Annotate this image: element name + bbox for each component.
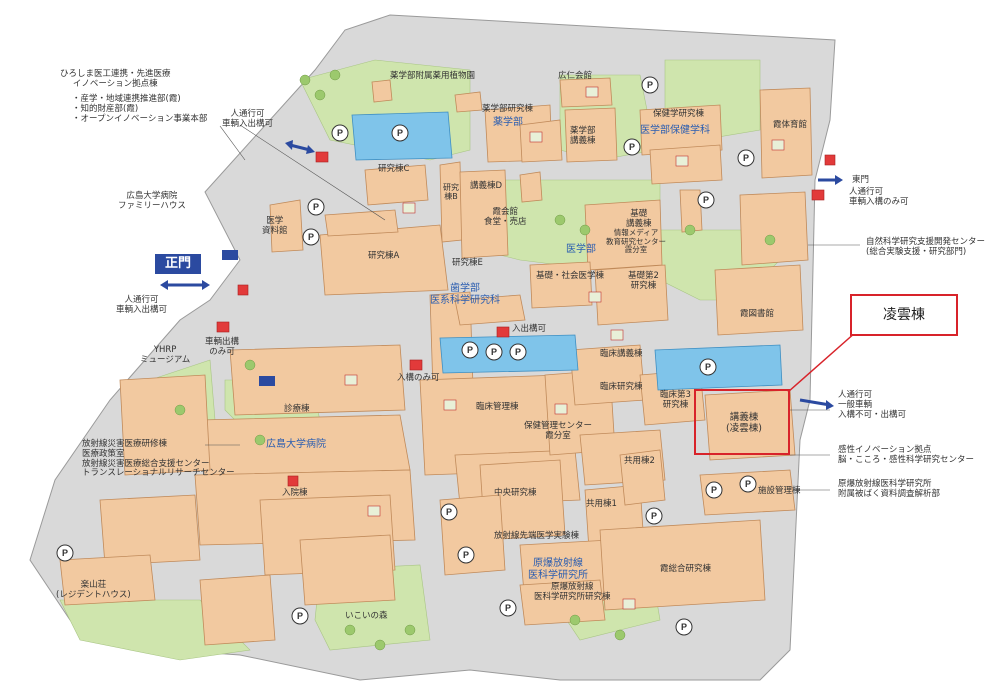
label-innovation-list: ・産学・地域連携推進部(霞) ・知的財産部(霞) ・オープンイノベーション事業本… (72, 94, 208, 124)
aed-markers (344, 86, 785, 610)
label-ikoi[interactable]: いこいの森 (345, 611, 388, 621)
label-east-gate[interactable]: 東門 (852, 175, 870, 185)
svg-text:P: P (515, 347, 521, 357)
leader-lines (205, 124, 860, 491)
parking-letters: P P P P P P P P P P P P P P P P P P P P P (62, 80, 751, 632)
svg-text:P: P (337, 128, 343, 138)
label-east-gate-note: 人通行可 車輌入構のみ可 (849, 187, 909, 207)
gate-arrows (165, 143, 838, 407)
label-kansei[interactable]: 感性イノベーション拠点 脳・こころ・感性科学研究センター (838, 445, 975, 465)
trees (174, 69, 776, 651)
main-gate-label[interactable]: 正門 (155, 254, 201, 274)
label-facility[interactable]: 施設管理棟 (758, 486, 801, 496)
label-kiso2[interactable]: 基礎第2 研究棟 (628, 271, 659, 291)
label-car-only: 車輌出構 のみ可 (205, 337, 240, 357)
label-ward[interactable]: 入院棟 (282, 488, 308, 498)
label-rbm-bldg[interactable]: 原爆放射線 医科学研究所研究棟 (534, 582, 611, 602)
svg-text:P: P (397, 128, 403, 138)
label-radiation-lab[interactable]: 放射線先端医学実験棟 (494, 531, 580, 541)
svg-text:P: P (446, 507, 452, 517)
svg-text:P: P (297, 611, 303, 621)
label-gate-nw: 人通行可 車輌入出構可 (222, 109, 274, 129)
svg-text:P: P (467, 345, 473, 355)
label-clin-lecture[interactable]: 臨床講義棟 (600, 349, 643, 359)
atm-markers (222, 250, 275, 386)
label-pharm-lecture[interactable]: 薬学部 講義棟 (570, 126, 596, 146)
svg-text:P: P (651, 511, 657, 521)
label-clin-mgmt[interactable]: 臨床管理棟 (476, 402, 519, 412)
label-med-library[interactable]: 医学 資料館 (262, 216, 288, 236)
callout-line (787, 331, 857, 393)
label-hoken[interactable]: 医学部保健学科 (640, 125, 710, 136)
label-hosp-groups[interactable]: 放射線災害医療研修棟 医療政策室 放射線災害医療総合支援センター トランスレーシ… (82, 439, 235, 479)
label-rbm-name[interactable]: 原爆放射線 医科学研究所 (528, 558, 588, 581)
svg-text:P: P (62, 548, 68, 558)
svg-text:P: P (491, 347, 497, 357)
svg-text:P: P (681, 622, 687, 632)
label-medicine[interactable]: 医学部 (566, 244, 596, 255)
svg-text:P: P (705, 362, 711, 372)
label-kouchikan[interactable]: 広仁会館 (558, 71, 593, 81)
svg-text:P: P (463, 550, 469, 560)
label-library[interactable]: 霞図書館 (740, 309, 775, 319)
ryoun-highlight-box (694, 389, 790, 455)
label-bldg-a[interactable]: 研究棟A (368, 251, 400, 261)
label-rakuzan[interactable]: 楽山荘 (レジデントハウス) (56, 580, 131, 600)
svg-text:P: P (505, 603, 511, 613)
label-in-out: 入出構可 (512, 324, 547, 334)
label-innovation[interactable]: ひろしま医工連携・先進医療 イノベーション拠点棟 (60, 69, 171, 89)
label-bldg-c[interactable]: 研究棟C (378, 164, 410, 174)
label-pharm[interactable]: 薬学部 (493, 117, 523, 128)
label-lecture-d[interactable]: 講義棟D (470, 181, 503, 191)
gate-markers (216, 151, 836, 487)
label-bldg-b[interactable]: 研究棟B (443, 183, 459, 202)
label-pharm-bldg[interactable]: 薬学部研究棟 (482, 104, 534, 114)
label-enter-only: 入構のみ可 (397, 373, 440, 383)
label-kiso-lecture[interactable]: 基礎 講義棟 (626, 209, 652, 229)
svg-text:P: P (703, 195, 709, 205)
label-bldg-e[interactable]: 研究棟E (452, 258, 483, 268)
label-dentistry[interactable]: 歯学部 医系科学研究科 (430, 283, 500, 306)
buildings (59, 77, 813, 646)
label-yhrp[interactable]: YHRP ミュージアム (140, 345, 191, 365)
svg-text:P: P (313, 202, 319, 212)
label-plant-garden[interactable]: 薬学部附属薬用植物園 (390, 71, 476, 81)
svg-text:P: P (745, 479, 751, 489)
svg-text:P: P (711, 485, 717, 495)
label-east-side: 人通行可 一般車輌 入構不可・出構可 (838, 390, 907, 420)
label-sci-support[interactable]: 自然科学研究支援開発センター (総合実験支援・研究部門) (866, 237, 986, 257)
label-kasumi-sogo[interactable]: 霞総合研究棟 (660, 564, 712, 574)
label-shakai[interactable]: 基礎・社会医学棟 (536, 271, 605, 281)
label-central-research[interactable]: 中央研究棟 (494, 488, 537, 498)
label-media-center[interactable]: 情報メディア 教育研究センター 霞分室 (606, 228, 666, 255)
label-gate-w: 人通行可 車輌入出構可 (116, 295, 168, 315)
label-common1[interactable]: 共用棟1 (586, 499, 617, 509)
label-hospital[interactable]: 広島大学病院 (266, 439, 326, 450)
label-clin3[interactable]: 臨床第3 研究棟 (660, 390, 691, 410)
svg-text:P: P (629, 142, 635, 152)
label-clin-research[interactable]: 臨床研究棟 (600, 382, 643, 392)
svg-text:P: P (743, 153, 749, 163)
svg-text:P: P (308, 232, 314, 242)
label-common2[interactable]: 共用棟2 (624, 456, 655, 466)
label-clinic[interactable]: 診療棟 (284, 404, 310, 414)
label-hoken-center[interactable]: 保健管理センター 霞分室 (524, 421, 593, 441)
parking-icons (56, 76, 757, 636)
label-ryoun-bldg[interactable]: 講義棟 (凌雲棟) (726, 412, 762, 434)
label-hoken-bldg[interactable]: 保健学研究棟 (653, 109, 705, 119)
label-rbm[interactable]: 原爆放射線医科学研究所 附属被ばく資料調査解析部 (838, 479, 941, 499)
label-gym[interactable]: 霞体育館 (773, 120, 808, 130)
svg-text:P: P (647, 80, 653, 90)
ryoun-callout[interactable]: 凌雲棟 (850, 294, 958, 336)
label-kasumi-hall[interactable]: 霞会館 食堂・売店 (484, 207, 527, 227)
label-family-house[interactable]: 広島大学病院 ファミリーハウス (118, 191, 186, 211)
